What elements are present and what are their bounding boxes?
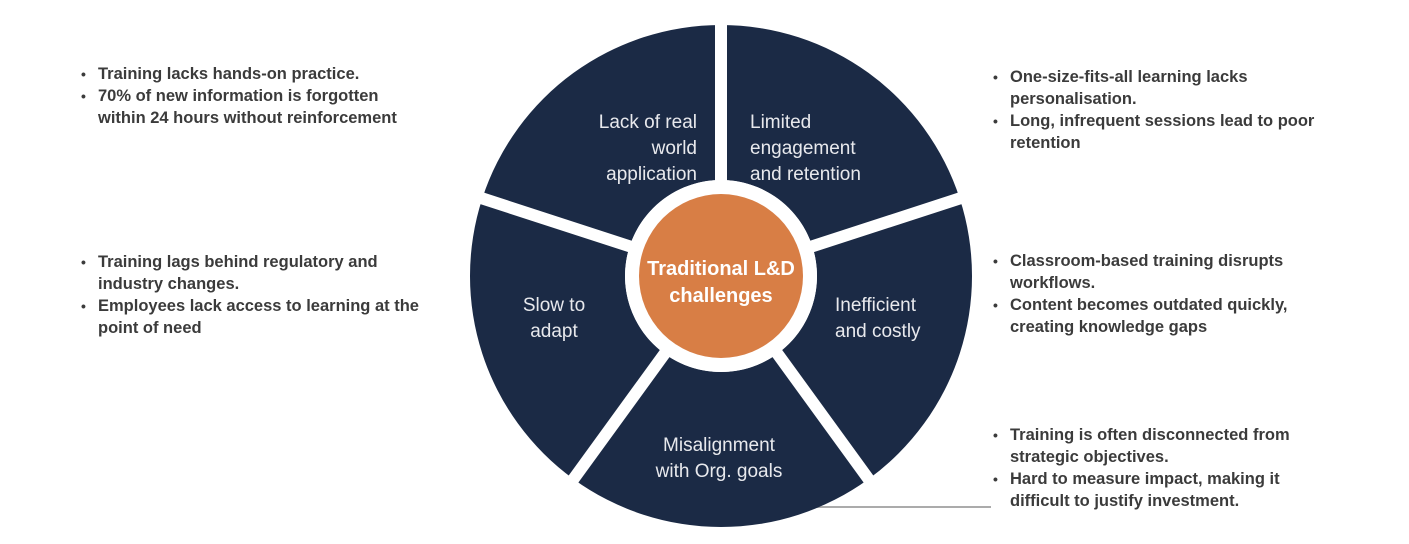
bullet-block-right-top: One-size-fits-all learning lacks persona… xyxy=(990,66,1330,154)
segment-limited-engagement xyxy=(721,25,960,247)
segment-label-lack-real-world: Lack of real world application xyxy=(598,112,697,185)
bullet-item: Training is often disconnected from stra… xyxy=(990,424,1330,468)
segment-label-limited-engagement: Limited engagement and retention xyxy=(750,112,861,185)
bullet-item: Training lags behind regulatory and indu… xyxy=(78,251,423,295)
segment-label-inefficient-costly: Inefficient and costly xyxy=(835,295,921,342)
bullet-item: Employees lack access to learning at the… xyxy=(78,295,423,339)
bullet-item: 70% of new information is forgotten with… xyxy=(78,85,398,129)
hub-circle xyxy=(639,194,803,358)
segment-slow-to-adapt xyxy=(469,198,665,480)
bullet-item: One-size-fits-all learning lacks persona… xyxy=(990,66,1330,110)
segment-label-slow-to-adapt: Slow to adapt xyxy=(522,295,586,342)
bullet-block-left-top: Training lacks hands-on practice. 70% of… xyxy=(78,63,398,129)
bullet-block-right-bottom: Training is often disconnected from stra… xyxy=(990,424,1330,512)
segment-inefficient-costly xyxy=(777,198,973,480)
segment-label-misalignment: Misalignment with Org. goals xyxy=(655,435,783,482)
segment-misalignment xyxy=(573,353,869,528)
bullet-item: Training lacks hands-on practice. xyxy=(78,63,398,85)
hub-label: Traditional L&D challenges xyxy=(647,258,795,307)
bullet-item: Long, infrequent sessions lead to poor r… xyxy=(990,110,1330,154)
bullet-item: Hard to measure impact, making it diffic… xyxy=(990,468,1330,512)
bullet-block-right-middle: Classroom-based training disrupts workfl… xyxy=(990,250,1330,338)
segment-lack-real-world xyxy=(482,25,721,247)
bullet-block-left-middle: Training lags behind regulatory and indu… xyxy=(78,251,423,339)
bullet-item: Content becomes outdated quickly, creati… xyxy=(990,294,1330,338)
bullet-item: Classroom-based training disrupts workfl… xyxy=(990,250,1330,294)
